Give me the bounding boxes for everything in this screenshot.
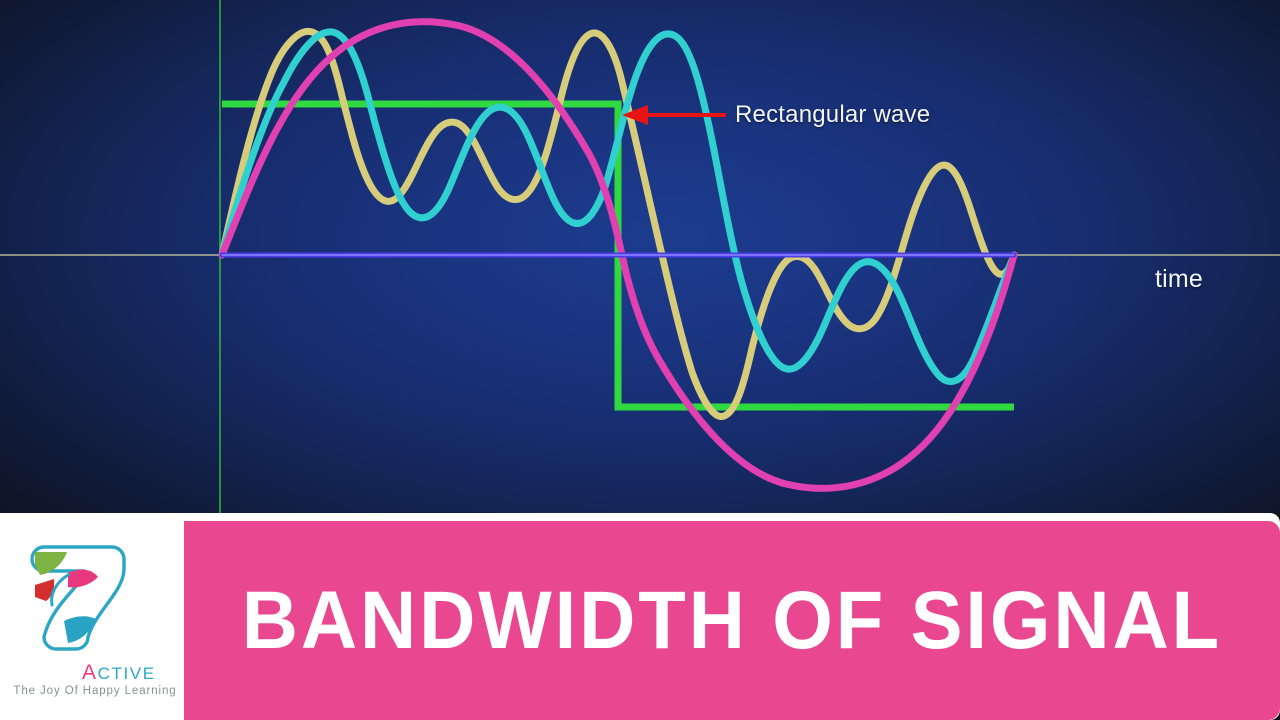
time-axis-label: time [1155,265,1204,293]
callout-arrow-head [622,105,648,125]
page-title: BANDWIDTH OF SIGNAL [241,574,1223,666]
title-banner: BANDWIDTH OF SIGNAL [184,521,1280,720]
harmonic-3-curve [218,28,1018,385]
logo-zone[interactable]: ACTIVE The Joy Of Happy Learning [0,513,184,720]
seven-active-logo-icon [30,545,126,651]
logo-wordmark-rest: CTIVE [97,664,156,683]
logo-wordmark-initial: A [82,661,98,684]
title-bar: ACTIVE The Joy Of Happy Learning BANDWID… [0,513,1280,720]
waveform-illustration: Rectangular wave time [0,0,1280,513]
rectangular-wave-label: Rectangular wave [735,101,931,128]
waveform-svg [0,0,1280,513]
logo-tagline: The Joy Of Happy Learning [13,685,177,697]
logo-wordmark: ACTIVE [82,661,156,685]
